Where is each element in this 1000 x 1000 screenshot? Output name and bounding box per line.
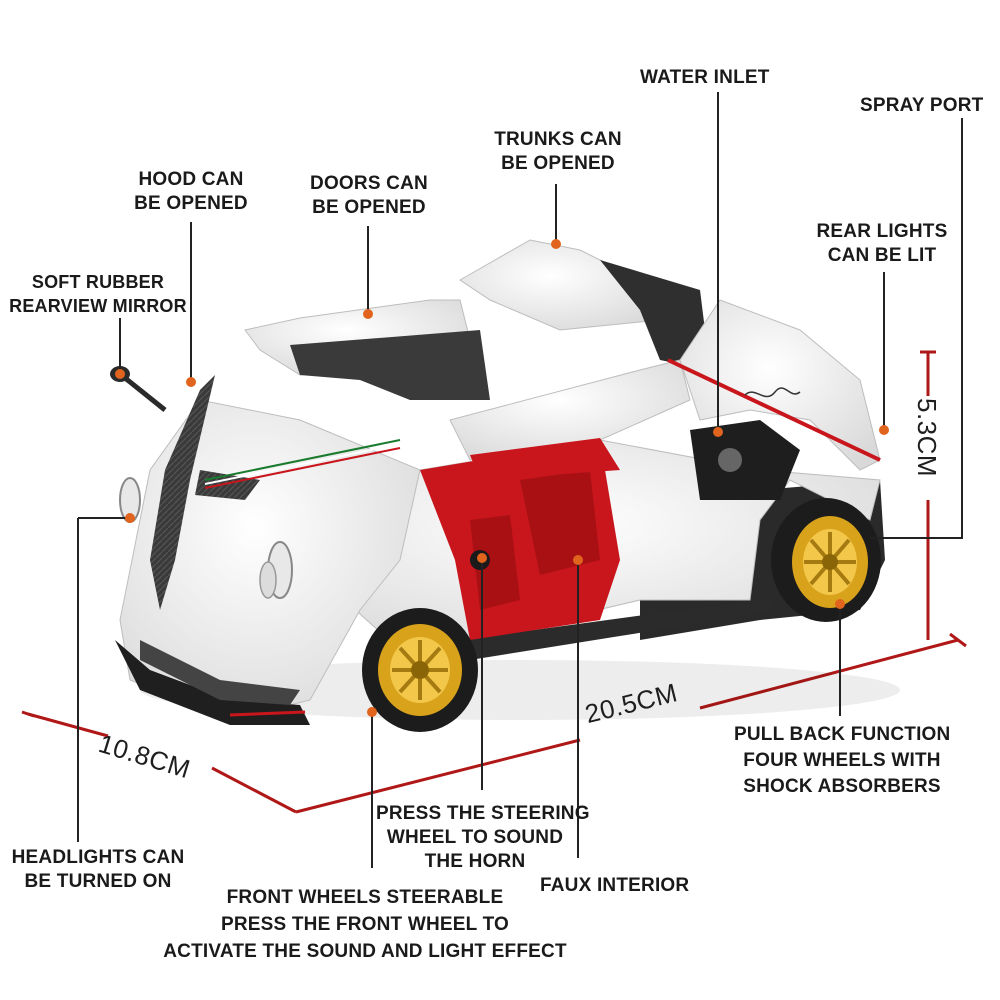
headlights-dot <box>125 513 135 523</box>
trunks-dot <box>551 239 561 249</box>
hood-dot <box>186 377 196 387</box>
length-dimension-line <box>295 638 959 814</box>
spray-port-label: SPRAY PORT <box>860 95 984 116</box>
callout-dots <box>115 239 889 717</box>
doors-dot <box>363 309 373 319</box>
rear-wheel <box>771 498 881 622</box>
width-dimension-line <box>27 712 297 814</box>
front-wheel-dot <box>367 707 377 717</box>
front-wheel <box>362 608 478 732</box>
water-inlet-dot <box>713 427 723 437</box>
callout-lines <box>77 92 963 868</box>
interior-dot <box>573 555 583 565</box>
height-dimension: 5.3CM <box>912 398 942 478</box>
opened-panels <box>244 239 881 500</box>
faux-interior-label: FAUX INTERIOR <box>540 875 690 896</box>
car-interior <box>420 440 620 640</box>
rear-lights-dot <box>879 425 889 435</box>
steering-dot <box>477 553 487 563</box>
pull-back-dot <box>835 599 845 609</box>
water-inlet-label: WATER INLET <box>640 67 770 88</box>
car-shadow <box>140 660 900 720</box>
mirror-dot <box>115 369 125 379</box>
dimension-lines <box>21 350 967 814</box>
